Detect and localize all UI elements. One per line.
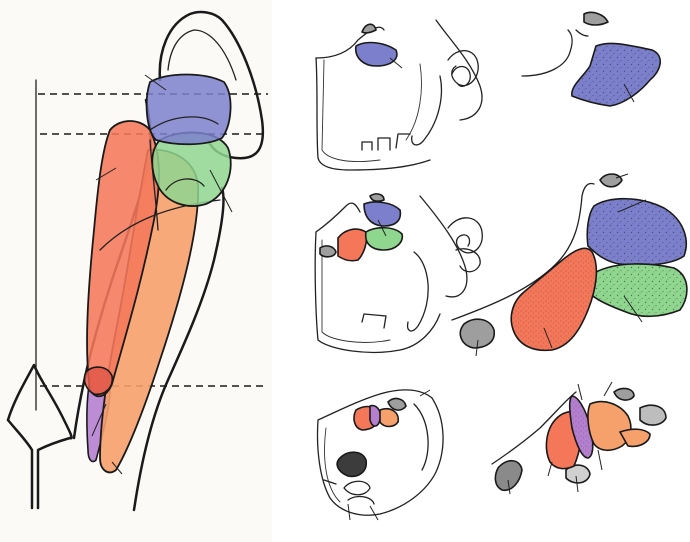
detail3-leader-b [603,381,613,397]
red-bulb-sagittal [83,366,114,396]
detail3-gray-right [639,404,667,426]
section1-lobe [411,75,443,146]
section2-leader [377,219,387,237]
leader-green [209,169,233,213]
section3-dark [336,451,368,478]
section1-gray-spot [361,23,377,34]
section-level-1 [315,19,483,171]
section2-groove [361,313,387,329]
section1-inner [321,59,381,162]
section2-gray-small [319,245,337,258]
detail3-leader-d [597,449,603,471]
section1-grooves [361,133,411,151]
detail3-gray-left [494,459,523,492]
section2-lobe [406,251,429,332]
section3-purple [369,404,382,427]
section1-cerebellum [435,19,483,121]
detail2-gray-oval [459,318,496,349]
leader-red [95,167,117,181]
detail-level-1 [521,11,661,107]
overlap-contour-2 [165,178,205,191]
overlap-contour [149,116,219,131]
section2-blue [363,201,402,227]
section2-folia-b [455,248,481,273]
section-level-3 [316,389,444,521]
section3-gray [387,397,407,411]
detail3-purple-stipple [569,396,593,458]
detail2-leader-green [623,295,643,323]
detail2-gray-spot [599,173,623,188]
section2-cerebellum [419,195,468,298]
stem-outline-top [6,363,73,440]
detail2-red-stipple [511,248,597,351]
detail3-leader-e [575,475,579,493]
detail1-stipple [578,44,661,106]
detail3-leader-f [507,479,511,495]
section2-folia-a [447,217,483,254]
section3-leader-a [419,389,431,397]
inner-contour-2 [149,139,159,231]
section1-blue [354,41,398,67]
detail3-orange [587,400,632,452]
detail3-gray-top [613,387,635,401]
section-level-2 [314,193,483,354]
detail2-blue-stipple [587,198,687,266]
detail1-tick [575,29,589,37]
section2-inner [321,239,391,343]
detail3-leader-c [547,461,553,477]
leader-blue [144,74,167,91]
sagittal-overview-panel [0,0,272,542]
section3-tick [323,479,337,485]
section3-leader-c [369,505,379,521]
section1-leader [389,57,403,69]
section1-inner-lobe [405,63,422,141]
stem-outline-right [36,436,72,510]
section2-top [315,202,361,233]
detail3-leader-a [577,383,583,401]
detail1-leader [623,83,635,103]
section1-folia-b [451,65,471,88]
detail3-orange-tail [619,428,651,448]
section3-inner-left [324,427,341,503]
section3-inner-right [413,403,429,471]
detail-level-2 [451,173,688,357]
leader-orange [111,461,123,475]
detail3-contour [491,391,577,465]
section3-leader-b [347,503,351,521]
section2-green [364,226,404,251]
detail2-leader-blue [617,199,647,213]
detail2-contour [451,182,595,321]
stem-outline-left [6,418,34,510]
section2-gray-spot [369,193,385,202]
detail1-gray-spot [583,11,609,26]
section1-top-contour [315,26,385,59]
section3-orange [379,407,400,428]
section2-red [337,228,368,262]
cerebellum-outline [158,10,265,160]
detail1-contour [521,29,573,77]
section3-outline [316,389,444,516]
cerebellum-inner-fold [167,29,237,81]
section3-folds [343,480,375,505]
detail2-leader-spot [615,173,629,179]
detail-level-3 [491,381,667,495]
detail2-green-stipple [587,263,687,317]
section2-outline [314,231,441,354]
detail2-leader-gray [475,339,479,357]
section1-outline [315,57,431,171]
detail2-leader-red [543,327,553,349]
brainstem-outline-right [132,186,225,512]
leader-purple [91,403,107,437]
